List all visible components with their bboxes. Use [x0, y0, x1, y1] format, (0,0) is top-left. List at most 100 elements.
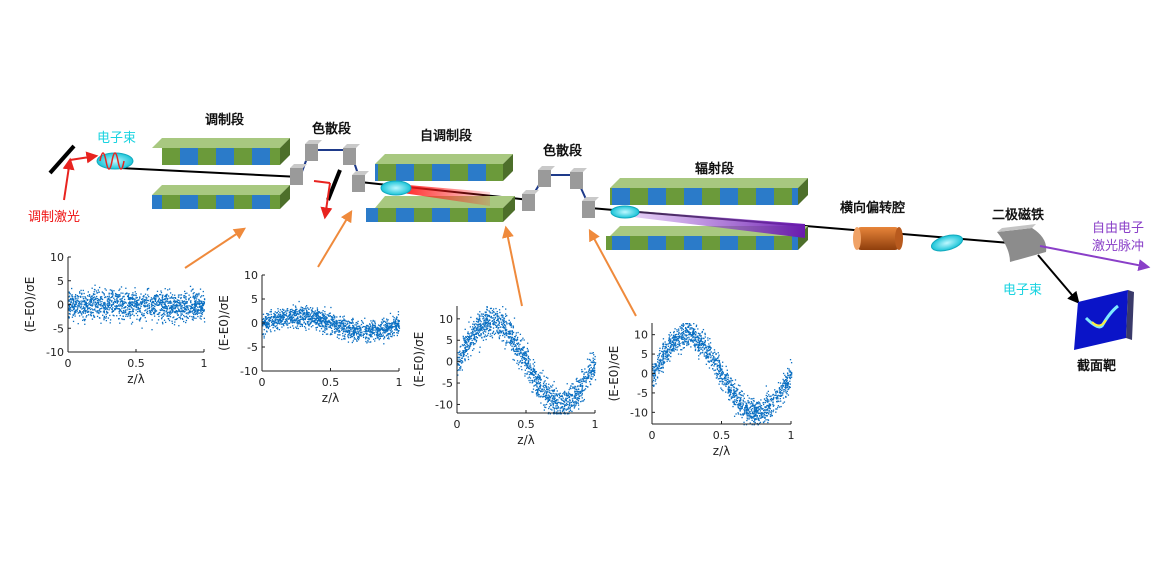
scatter-point [693, 339, 696, 342]
scatter-point [721, 380, 723, 382]
scatter-point [166, 311, 169, 314]
scatter-point [392, 321, 394, 324]
scatter-point [122, 296, 124, 298]
scatter-point [397, 332, 399, 334]
scatter-point [560, 398, 562, 400]
scatter-point [505, 331, 507, 334]
scatter-point [669, 342, 671, 345]
scatter-point [475, 318, 478, 320]
scatter-point [170, 297, 172, 299]
scatter-point [366, 330, 368, 333]
scatter-point [520, 349, 522, 352]
scatter-point [299, 316, 301, 318]
scatter-point [180, 305, 182, 308]
scatter-point [577, 397, 579, 399]
scatter-point [388, 322, 390, 324]
scatter-point [355, 331, 357, 334]
scatter-point [469, 343, 471, 346]
scatter-point [531, 382, 533, 384]
scatter-point [284, 321, 286, 323]
scatter-point [474, 330, 476, 333]
scatter-point [178, 308, 180, 311]
scatter-point [557, 393, 559, 395]
scatter-point [161, 313, 164, 316]
radiator-label: 辐射段 [695, 161, 734, 177]
scatter-point [666, 348, 669, 350]
scatter-point [289, 311, 291, 314]
scatter-point [509, 342, 511, 344]
scatter-point [378, 330, 380, 332]
scatter-point [324, 313, 326, 315]
scatter-point [489, 311, 491, 313]
scatter-point [513, 343, 515, 346]
scatter-point [153, 300, 155, 303]
scatter-point [714, 357, 716, 359]
scatter-point [194, 306, 196, 308]
scatter-point [138, 319, 140, 321]
scatter-point [151, 319, 153, 321]
scatter-point [82, 296, 84, 298]
y-tick-label: 5 [251, 293, 258, 306]
scatter-point [680, 329, 683, 331]
scatter-point [163, 298, 165, 301]
scatter-point [321, 321, 323, 323]
scatter-point [326, 317, 328, 319]
scatter-point [513, 339, 515, 341]
scatter-point [370, 334, 373, 336]
scatter-point [122, 302, 124, 304]
scatter-point [512, 331, 515, 334]
scatter-point [198, 303, 201, 306]
scatter-point [571, 383, 573, 385]
scatter-point [362, 334, 364, 337]
scatter-point [471, 334, 473, 336]
scatter-point [773, 404, 775, 407]
scatter-point [124, 312, 126, 314]
scatter-point [198, 292, 200, 295]
scatter-point [133, 305, 135, 307]
scatter-point [328, 315, 330, 318]
scatter-point [743, 424, 745, 426]
scatter-point [564, 390, 566, 393]
scatter-point [385, 322, 388, 325]
scatter-point [332, 320, 334, 322]
scatter-point [480, 333, 482, 335]
scatter-point [167, 297, 169, 300]
scatter-point [185, 297, 187, 299]
scatter-point [327, 320, 329, 322]
scatter-point [318, 311, 320, 313]
scatter-point [557, 399, 559, 401]
scatter-point [289, 314, 292, 316]
scatter-point [118, 318, 120, 320]
scatter-point [580, 400, 582, 403]
scatter-point [168, 288, 171, 290]
scatter-point [179, 318, 182, 320]
scatter-point [91, 311, 93, 314]
scatter-point [511, 345, 513, 347]
scatter-point [502, 324, 504, 326]
scatter-point [545, 403, 548, 406]
scatter-point [364, 328, 366, 330]
scatter-point [150, 297, 153, 299]
scatter-point [560, 402, 562, 404]
scatter-point [96, 301, 99, 304]
scatter-point [100, 298, 103, 300]
scatter-point [587, 376, 589, 379]
scatter-point [558, 407, 560, 409]
scatter-point [143, 304, 145, 307]
scatter-point [173, 302, 175, 304]
scatter-point [93, 299, 95, 302]
scatter-point [473, 334, 475, 336]
scatter-point [274, 320, 276, 322]
scatter-point [476, 324, 478, 326]
scatter-point [547, 377, 549, 379]
scatter-point [706, 352, 708, 355]
dipole-block [352, 171, 369, 192]
scatter-point [755, 413, 757, 415]
scatter-point [397, 324, 399, 326]
scatter-point [699, 332, 701, 335]
scatter-point [273, 317, 275, 319]
scatter-point [475, 341, 477, 343]
scatter-point [495, 319, 498, 322]
scatter-point [388, 322, 391, 325]
scatter-point [468, 321, 470, 323]
